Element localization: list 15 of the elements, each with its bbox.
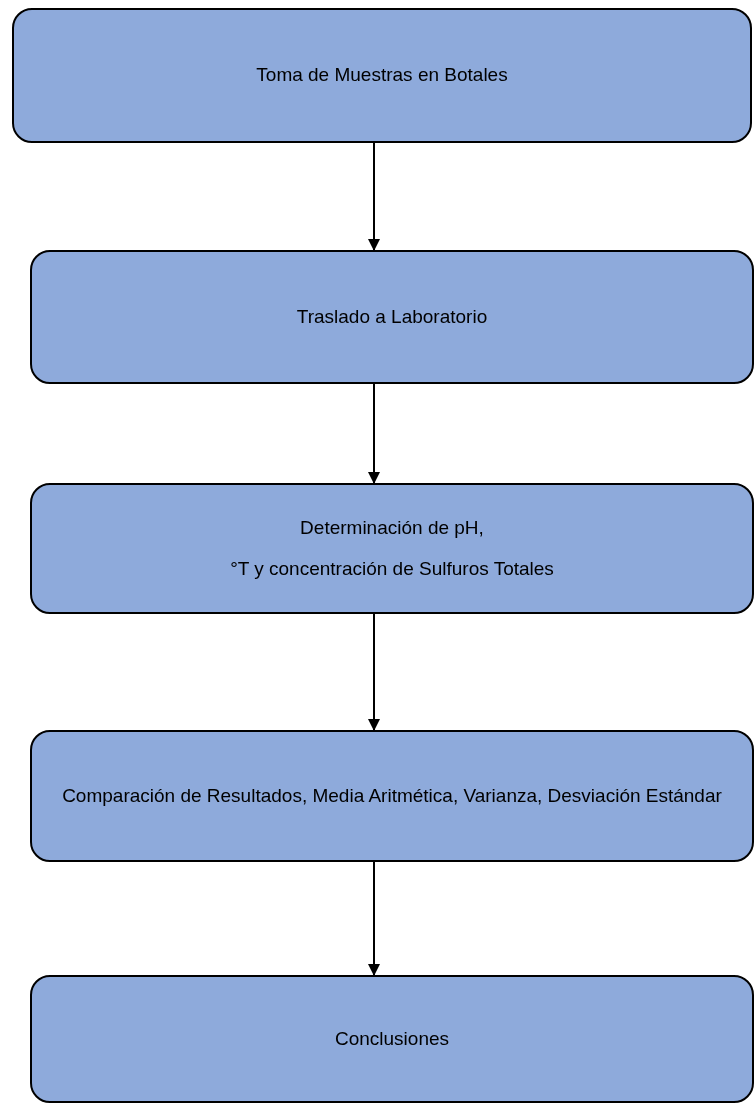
box-text: Toma de Muestras en Botales bbox=[256, 64, 508, 87]
arrow bbox=[368, 383, 380, 484]
box-text: Conclusiones bbox=[334, 1027, 450, 1051]
box-text: Determinación de pH, bbox=[300, 516, 484, 540]
process-box bbox=[30, 250, 754, 384]
arrow bbox=[368, 613, 380, 731]
box-text: Comparación de Resultados, Media Aritmética, Varianza, Desviación Estándar bbox=[62, 784, 722, 808]
process-box bbox=[12, 8, 752, 143]
box-text: °T y concentración de Sulfuros Totales bbox=[230, 557, 554, 581]
box-text: Traslado a Laboratorio bbox=[296, 305, 488, 329]
arrow bbox=[368, 142, 380, 251]
arrow bbox=[368, 861, 380, 976]
process-box bbox=[30, 975, 754, 1103]
process-box bbox=[30, 483, 754, 614]
process-box bbox=[30, 730, 754, 862]
